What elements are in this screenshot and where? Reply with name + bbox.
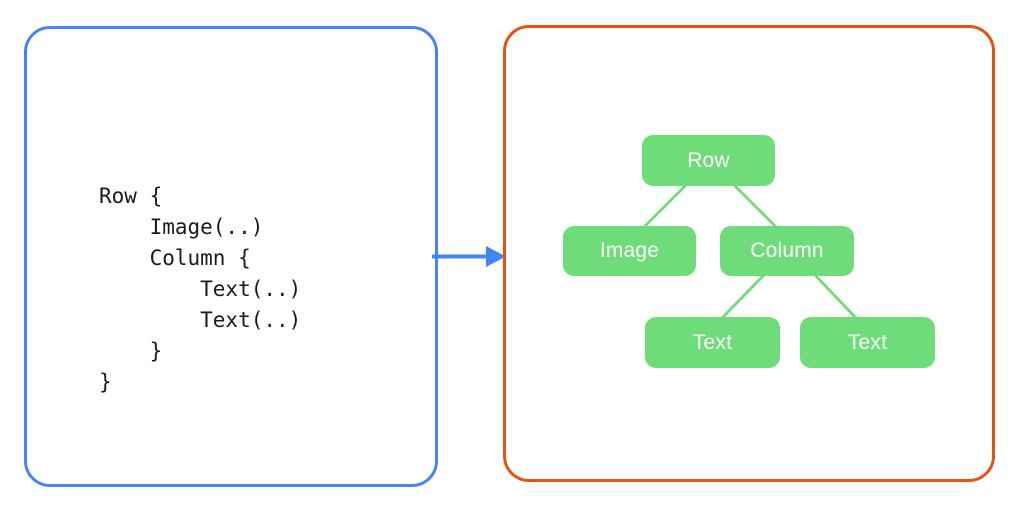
tree-node-image[interactable]: Image xyxy=(563,226,696,276)
flow-arrow-icon xyxy=(432,246,506,267)
edge-column-text2 xyxy=(814,274,857,319)
edge-column-text1 xyxy=(721,274,765,319)
tree-node-column[interactable]: Column xyxy=(720,226,854,276)
code-panel: Row { Image(..) Column { Text(..) Text(.… xyxy=(24,26,438,487)
tree-node-row[interactable]: Row xyxy=(642,135,775,186)
code-snippet: Row { Image(..) Column { Text(..) Text(.… xyxy=(99,184,302,394)
tree-edges xyxy=(643,184,857,319)
tree-node-text-2[interactable]: Text xyxy=(800,317,935,368)
edge-row-image xyxy=(643,184,687,228)
edge-row-column xyxy=(733,184,777,228)
tree-node-text-1[interactable]: Text xyxy=(645,317,780,368)
